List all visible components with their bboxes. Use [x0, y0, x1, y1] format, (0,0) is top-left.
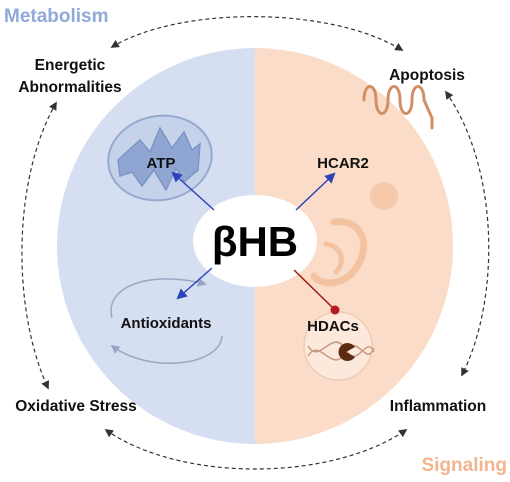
- energetic-abnormalities-label-line2: Abnormalities: [18, 79, 121, 96]
- antioxidant-activation-arrow: [176, 267, 213, 300]
- atp-activation-arrow: [171, 171, 215, 211]
- outer-cycle-arrows: [21, 16, 490, 470]
- metabolism-header: Metabolism: [4, 6, 109, 27]
- inflammation-label: Inflammation: [390, 398, 486, 415]
- antioxidants-label: Antioxidants: [121, 315, 212, 332]
- cell-membrane-icon: [362, 85, 434, 130]
- cycle-arrow-top: [110, 16, 404, 51]
- hcar2-label: HCAR2: [317, 155, 369, 172]
- hdacs-label: HDACs: [307, 318, 359, 335]
- cycle-arrow-bottom: [104, 429, 408, 470]
- hcar2-activation-arrow: [295, 172, 336, 211]
- center-label: βHB: [212, 218, 298, 265]
- atp-label: ATP: [147, 155, 176, 172]
- oxidative-stress-label: Oxidative Stress: [15, 398, 136, 415]
- antioxidant-cycle-icon: [110, 277, 223, 364]
- apoptosis-label: Apoptosis: [389, 67, 465, 84]
- cycle-arrow-left: [21, 101, 57, 390]
- golgi-icon: [310, 182, 398, 287]
- center-ellipse: [193, 195, 317, 287]
- mitochondrion-icon: [107, 114, 213, 202]
- signaling-header: Signaling: [422, 455, 508, 476]
- pacman-enzyme-icon: [338, 343, 355, 362]
- cycle-arrow-right: [445, 90, 490, 377]
- hdac-inhibition-line: [293, 269, 340, 315]
- energetic-abnormalities-label-line1: Energetic: [35, 57, 106, 74]
